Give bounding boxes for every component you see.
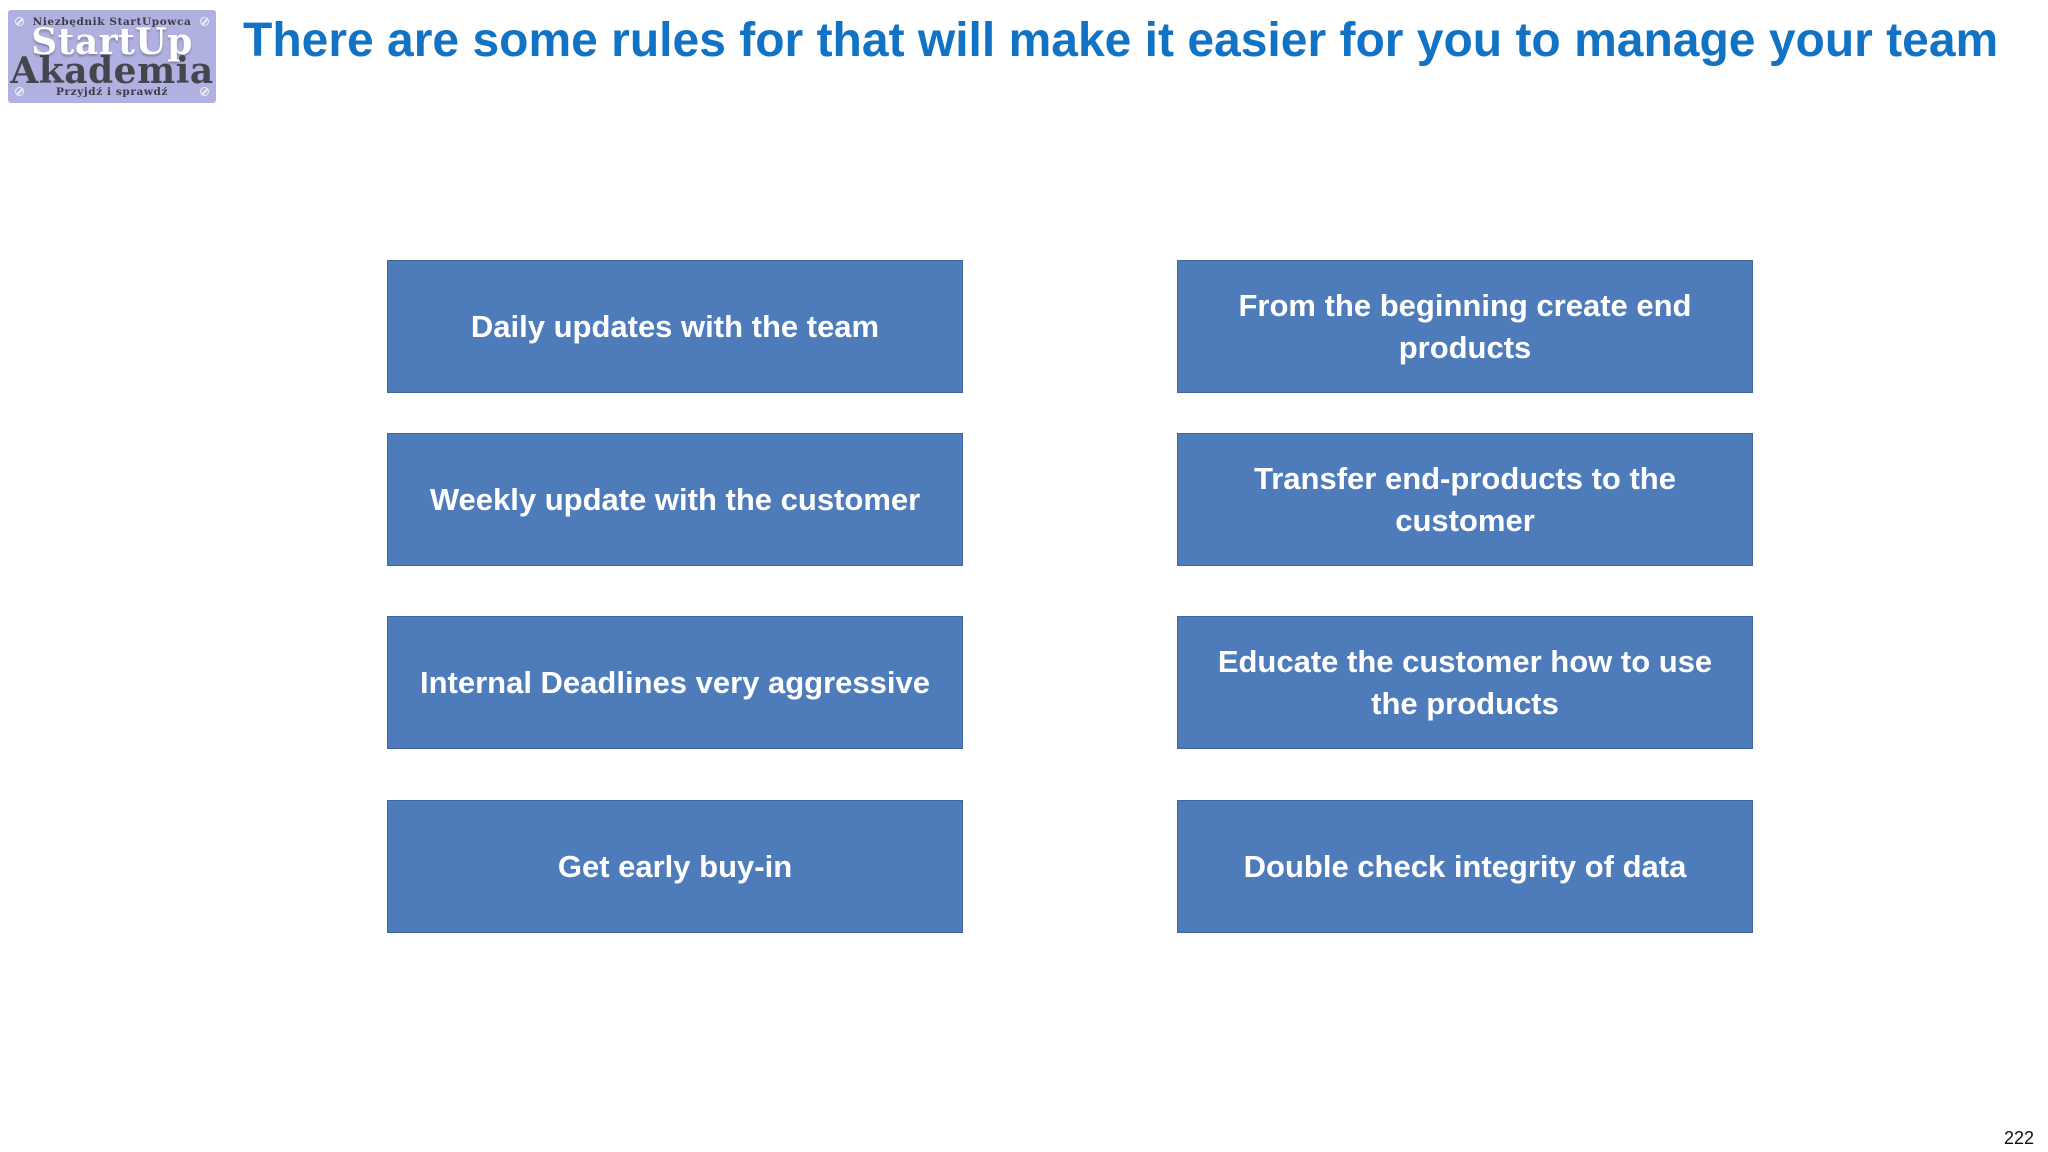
logo-name-akademia: Akademia <box>10 50 214 93</box>
rule-box-label: Daily updates with the team <box>470 308 880 344</box>
screw-icon <box>200 17 209 26</box>
rule-box-label: Transfer end-products to the customer <box>1254 460 1676 538</box>
screw-icon <box>200 87 209 96</box>
rule-box-label: From the beginning create end products <box>1238 287 1692 365</box>
screw-icon <box>15 87 24 96</box>
rule-box-create-end-products: From the beginning create end products <box>1177 260 1753 393</box>
rule-box-label: Educate the customer how to use the prod… <box>1217 643 1713 721</box>
rule-box-label: Weekly update with the customer <box>429 481 921 517</box>
logo-name-startup: StartUp <box>31 20 193 63</box>
rule-box-educate-customer: Educate the customer how to use the prod… <box>1177 616 1753 749</box>
slide-title: There are some rules for that will make … <box>243 14 1999 67</box>
startup-akademia-logo: Niezbędnik StartUpowca StartUp Akademia … <box>8 10 216 103</box>
rule-box-label: Double check integrity of data <box>1243 848 1687 884</box>
rule-box-double-check-data: Double check integrity of data <box>1177 800 1753 933</box>
rule-box-label: Internal Deadlines very aggressive <box>419 664 931 700</box>
rule-box-internal-deadlines: Internal Deadlines very aggressive <box>387 616 963 749</box>
logo-tagline-bottom: Przyjdź i sprawdź <box>55 85 169 98</box>
screw-icon <box>15 17 24 26</box>
rule-box-daily-updates: Daily updates with the team <box>387 260 963 393</box>
rule-box-label: Get early buy-in <box>557 848 793 884</box>
page-number: 222 <box>2003 1128 2034 1148</box>
logo-tagline-top: Niezbędnik StartUpowca <box>32 16 192 28</box>
rule-box-early-buy-in: Get early buy-in <box>387 800 963 933</box>
rule-box-transfer-end-products: Transfer end-products to the customer <box>1177 433 1753 566</box>
rule-box-weekly-update: Weekly update with the customer <box>387 433 963 566</box>
